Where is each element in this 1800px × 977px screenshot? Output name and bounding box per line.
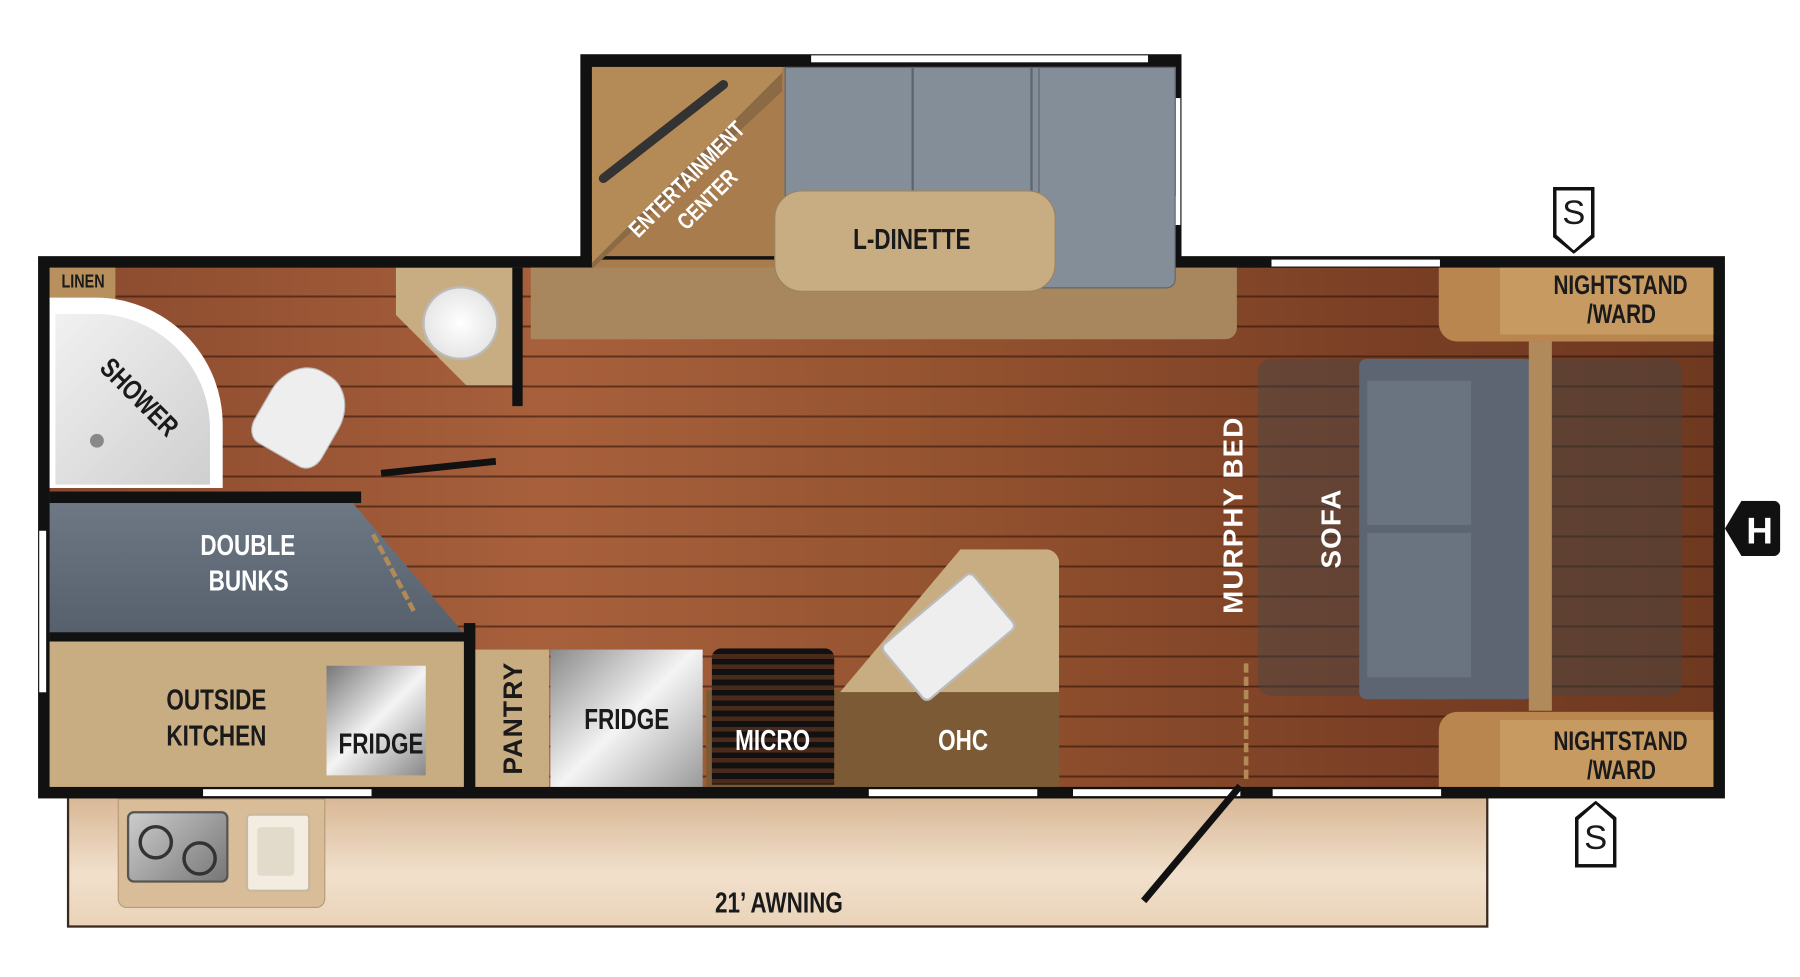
fridge-label: FRIDGE xyxy=(584,703,670,737)
shower-drain-icon xyxy=(89,433,104,448)
range-icon xyxy=(711,648,835,785)
pantry-label: PANTRY xyxy=(498,661,529,775)
outside-kitchen-label: OUTSIDE KITCHEN xyxy=(166,684,267,753)
bathroom-sink-icon xyxy=(422,286,499,360)
outside-fridge xyxy=(326,665,426,776)
dinette-seat-side xyxy=(1038,66,1176,289)
nightstand-top-label: NIGHTSTAND /WARD xyxy=(1554,269,1689,330)
dinette-table xyxy=(774,190,1056,292)
hitch-marker-icon: H xyxy=(1724,500,1781,557)
nightstand-bottom-label: NIGHTSTAND /WARD xyxy=(1554,725,1689,785)
l-dinette-label: L-DINETTE xyxy=(852,223,971,257)
cooktop-icon xyxy=(126,811,229,883)
outside-fridge-label: FRIDGE xyxy=(338,728,424,761)
double-bunks-label: DOUBLE BUNKS xyxy=(200,529,296,598)
micro-label: MICRO xyxy=(735,724,811,757)
murphy-bed-ladder-icon xyxy=(1243,663,1258,779)
sofa-label: SOFA xyxy=(1316,488,1348,569)
awning-label: 21’ AWNING xyxy=(714,887,843,920)
murphy-bed-label: MURPHY BED xyxy=(1218,416,1250,614)
outdoor-sink-icon xyxy=(245,813,311,892)
linen-label: LINEN xyxy=(60,272,105,292)
sewer-marker-top-icon: S xyxy=(1553,186,1595,254)
ohc-label: OHC xyxy=(938,724,989,757)
linen-closet xyxy=(49,267,116,300)
fridge xyxy=(550,649,703,787)
pantry xyxy=(475,649,550,787)
sewer-marker-bottom-icon: S xyxy=(1574,800,1617,868)
